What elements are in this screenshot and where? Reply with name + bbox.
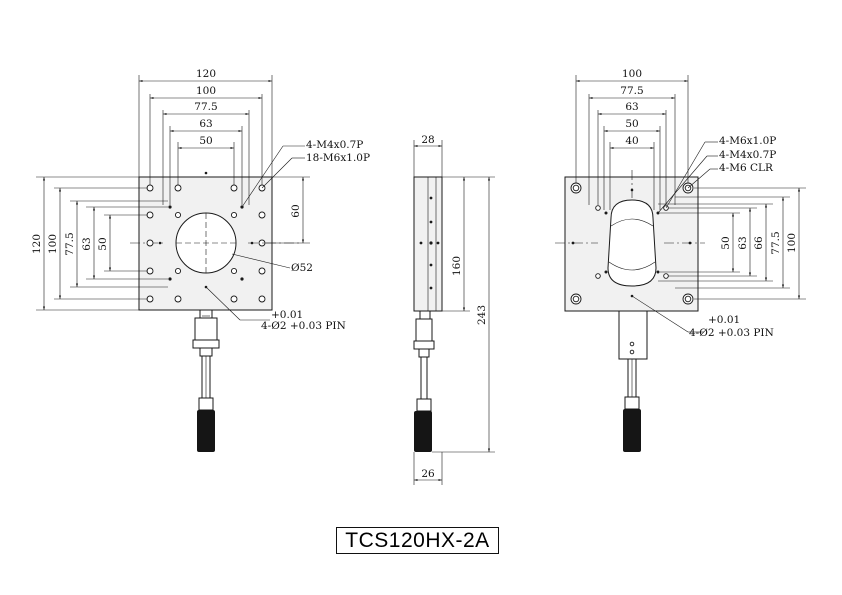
bottom-dim-h-1: 77.5 [620, 85, 643, 97]
top-dim-v-2: 77.5 [64, 232, 76, 255]
top-bore-label: Ø52 [291, 262, 313, 274]
top-dim-h-2: 77.5 [194, 101, 217, 113]
side-view: 28 26 160 243 [413, 134, 495, 485]
top-view-right-dim: 60 [262, 176, 310, 244]
top-dim-h-4: 50 [199, 135, 212, 147]
top-view-callouts: 4-M4x0.7P 18-M6x1.0P Ø52 +0.01 4-Ø2 +0.0… [205, 139, 370, 332]
bottom-callout-m6: 4-M6x1.0P [719, 135, 776, 147]
model-title: TCS120HX-2A [345, 529, 490, 552]
bottom-dim-h-2: 63 [625, 101, 638, 113]
model-title-box: TCS120HX-2A [336, 527, 499, 554]
top-dim-h-3: 63 [199, 118, 212, 130]
side-dim-top: 28 [421, 134, 434, 146]
bottom-dim-h-0: 100 [622, 68, 642, 80]
top-callout-m4: 4-M4x0.7P [306, 139, 363, 151]
top-pin-tol: +0.01 [271, 309, 303, 321]
bottom-view: 100 77.5 63 50 40 50 63 66 77.5 100 4-M6… [555, 68, 806, 452]
bottom-dim-h-3: 50 [625, 118, 638, 130]
top-view-micrometer [192, 309, 220, 452]
bottom-dim-v-4: 100 [786, 233, 798, 253]
bottom-dim-v-2: 66 [753, 236, 765, 250]
bottom-dim-h-4: 40 [625, 135, 638, 147]
top-view-horizontal-dims: 120 100 77.5 63 50 [138, 68, 273, 205]
bottom-pin-label: 4-Ø2 +0.03 PIN [689, 327, 774, 339]
top-dim-v-3: 63 [81, 237, 93, 250]
top-view: 120 100 77.5 63 50 120 100 77.5 [31, 68, 370, 452]
bottom-dim-v-3: 77.5 [770, 231, 782, 254]
top-callout-m6: 18-M6x1.0P [306, 152, 370, 164]
side-dim-total: 243 [476, 305, 488, 325]
top-view-vertical-dims: 120 100 77.5 63 50 [31, 176, 168, 311]
bottom-pin-tol: +0.01 [708, 314, 740, 326]
bottom-callout-m4: 4-M4x0.7P [719, 149, 776, 161]
top-pin-label: 4-Ø2 +0.03 PIN [261, 320, 346, 332]
top-dim-v-1: 100 [47, 234, 59, 254]
top-dim-h-1: 100 [196, 85, 216, 97]
side-dim-travel: 160 [451, 256, 463, 276]
top-dim-h-0: 120 [196, 68, 216, 80]
side-dim-bottom: 26 [421, 468, 435, 480]
top-dim-v-0: 120 [31, 234, 43, 254]
bottom-dim-v-0: 50 [720, 236, 732, 249]
top-dim-right: 60 [290, 204, 302, 217]
bottom-callout-clr: 4-M6 CLR [719, 162, 774, 174]
top-dim-v-4: 50 [97, 237, 109, 250]
bottom-dim-v-1: 63 [737, 236, 749, 249]
